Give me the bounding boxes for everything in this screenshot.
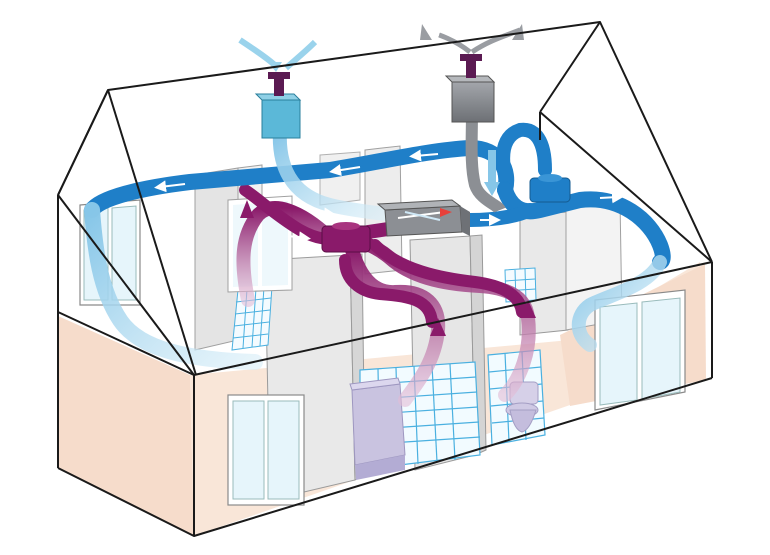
supply-drop-arrow-icon <box>484 150 500 196</box>
house-outline <box>57 21 713 537</box>
supply-manifold-icon <box>529 174 571 203</box>
supply-duct-network <box>84 122 671 370</box>
window-icon <box>594 289 686 411</box>
window-icon <box>227 394 305 506</box>
exhaust-outlet-unit-icon <box>410 20 524 214</box>
bathtub-icon <box>349 377 406 480</box>
fresh-air-intake-unit-icon <box>238 37 318 139</box>
extract-manifold-icon <box>321 222 371 253</box>
heat-recovery-unit-icon <box>376 199 470 237</box>
airflow-arrow-icon <box>154 149 624 244</box>
floor-left-room <box>58 316 194 536</box>
extract-arrow-icon <box>240 200 536 336</box>
